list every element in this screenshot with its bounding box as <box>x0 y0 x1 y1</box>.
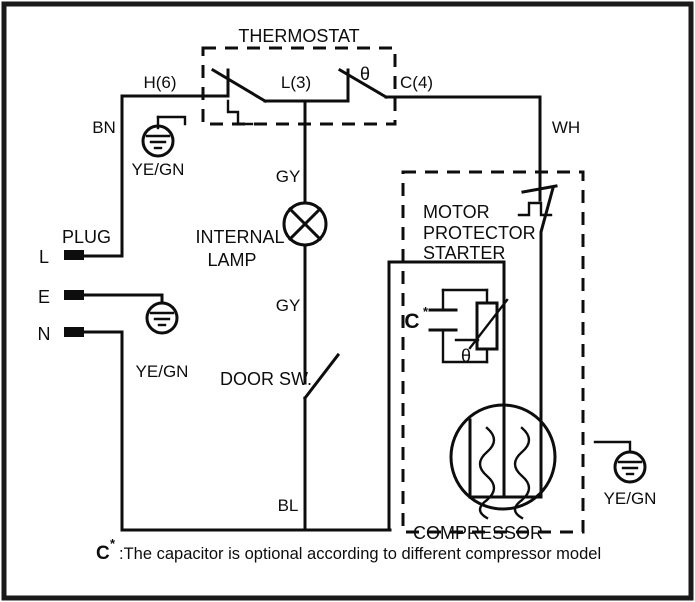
earth-symbol-left-top: YE/GN <box>132 115 187 179</box>
thermostat-terminal-c-label: C(4) <box>400 73 433 92</box>
door-switch-label: DOOR SW. <box>220 369 312 389</box>
thermostat-switch-right <box>303 67 398 103</box>
earth-symbol-right: YE/GN <box>593 440 657 508</box>
compressor-motor-circle <box>449 403 557 511</box>
thermostat-dashed-box <box>201 46 397 126</box>
plug-group: PLUG L E N <box>38 227 112 344</box>
motor-protector-group: MOTOR PROTECTOR STARTER <box>387 170 585 534</box>
plug-terminal-e-label: E <box>38 287 50 307</box>
wire-label-bl: BL <box>278 496 299 515</box>
motor-protector-dashed-box <box>401 170 585 534</box>
earth-symbol-left-bottom: YE/GN <box>80 293 189 381</box>
thermostat-theta-symbol: θ <box>360 64 370 84</box>
wh-wire-branch: WH <box>394 95 580 192</box>
thermostat-terminal-l-label: L(3) <box>281 73 311 92</box>
neutral-wire-bottom-rail <box>80 330 392 532</box>
thermostat-terminal-h-label: H(6) <box>143 73 176 92</box>
ptc-resistor-body <box>475 301 499 351</box>
overload-protector-switch <box>517 184 558 402</box>
earth-left-top-label: YE/GN <box>132 160 185 179</box>
thermostat-group: THERMOSTAT H(6) L(3) θ C(4) <box>143 26 433 126</box>
capacitor-label: C <box>404 310 419 333</box>
plug-terminal-n-label: N <box>38 324 51 344</box>
wire-label-wh: WH <box>552 118 580 137</box>
caption-group: C * :The capacitor is optional according… <box>96 536 601 564</box>
internal-lamp-label-line1: INTERNAL <box>195 227 284 247</box>
internal-lamp-x2 <box>287 206 323 242</box>
thermostat-switch-left <box>203 67 307 126</box>
caption-text: :The capacitor is optional according to … <box>119 545 601 563</box>
motor-protector-label-line2: PROTECTOR <box>423 223 536 243</box>
capacitor-star: * <box>423 304 429 319</box>
ptc-theta-symbol: θ <box>461 346 471 366</box>
door-switch-blade <box>302 352 341 401</box>
bn-wire-branch: BN <box>80 94 207 258</box>
earth-right-label: YE/GN <box>604 489 657 508</box>
internal-lamp-branch: GY INTERNAL LAMP GY <box>195 99 328 364</box>
wire-label-bn: BN <box>92 118 116 137</box>
wire-label-gy-lower: GY <box>276 296 301 315</box>
ptc-capacitor-subcircuit: C * θ <box>387 260 509 532</box>
plug-terminal-l-block <box>64 250 84 260</box>
plug-label: PLUG <box>62 227 111 247</box>
plug-terminal-n-block <box>64 327 84 337</box>
motor-protector-label-line3: STARTER <box>423 243 505 263</box>
compressor-winding-coil-2 <box>513 426 531 520</box>
plug-terminal-l-label: L <box>39 247 49 267</box>
plug-terminal-e-block <box>64 290 84 300</box>
thermostat-label: THERMOSTAT <box>238 26 359 46</box>
compressor-winding-coil-1 <box>478 426 496 520</box>
motor-protector-label-line1: MOTOR <box>423 202 490 222</box>
compressor-group: COMPRESSOR <box>413 398 557 543</box>
internal-lamp-label-line2: LAMP <box>207 250 256 270</box>
door-switch-group: DOOR SW. BL <box>220 352 341 532</box>
earth-left-bottom-label: YE/GN <box>136 362 189 381</box>
caption-symbol: C <box>96 543 110 564</box>
compressor-label: COMPRESSOR <box>413 523 543 543</box>
wire-label-gy-upper: GY <box>276 167 301 186</box>
caption-star: * <box>110 536 116 551</box>
